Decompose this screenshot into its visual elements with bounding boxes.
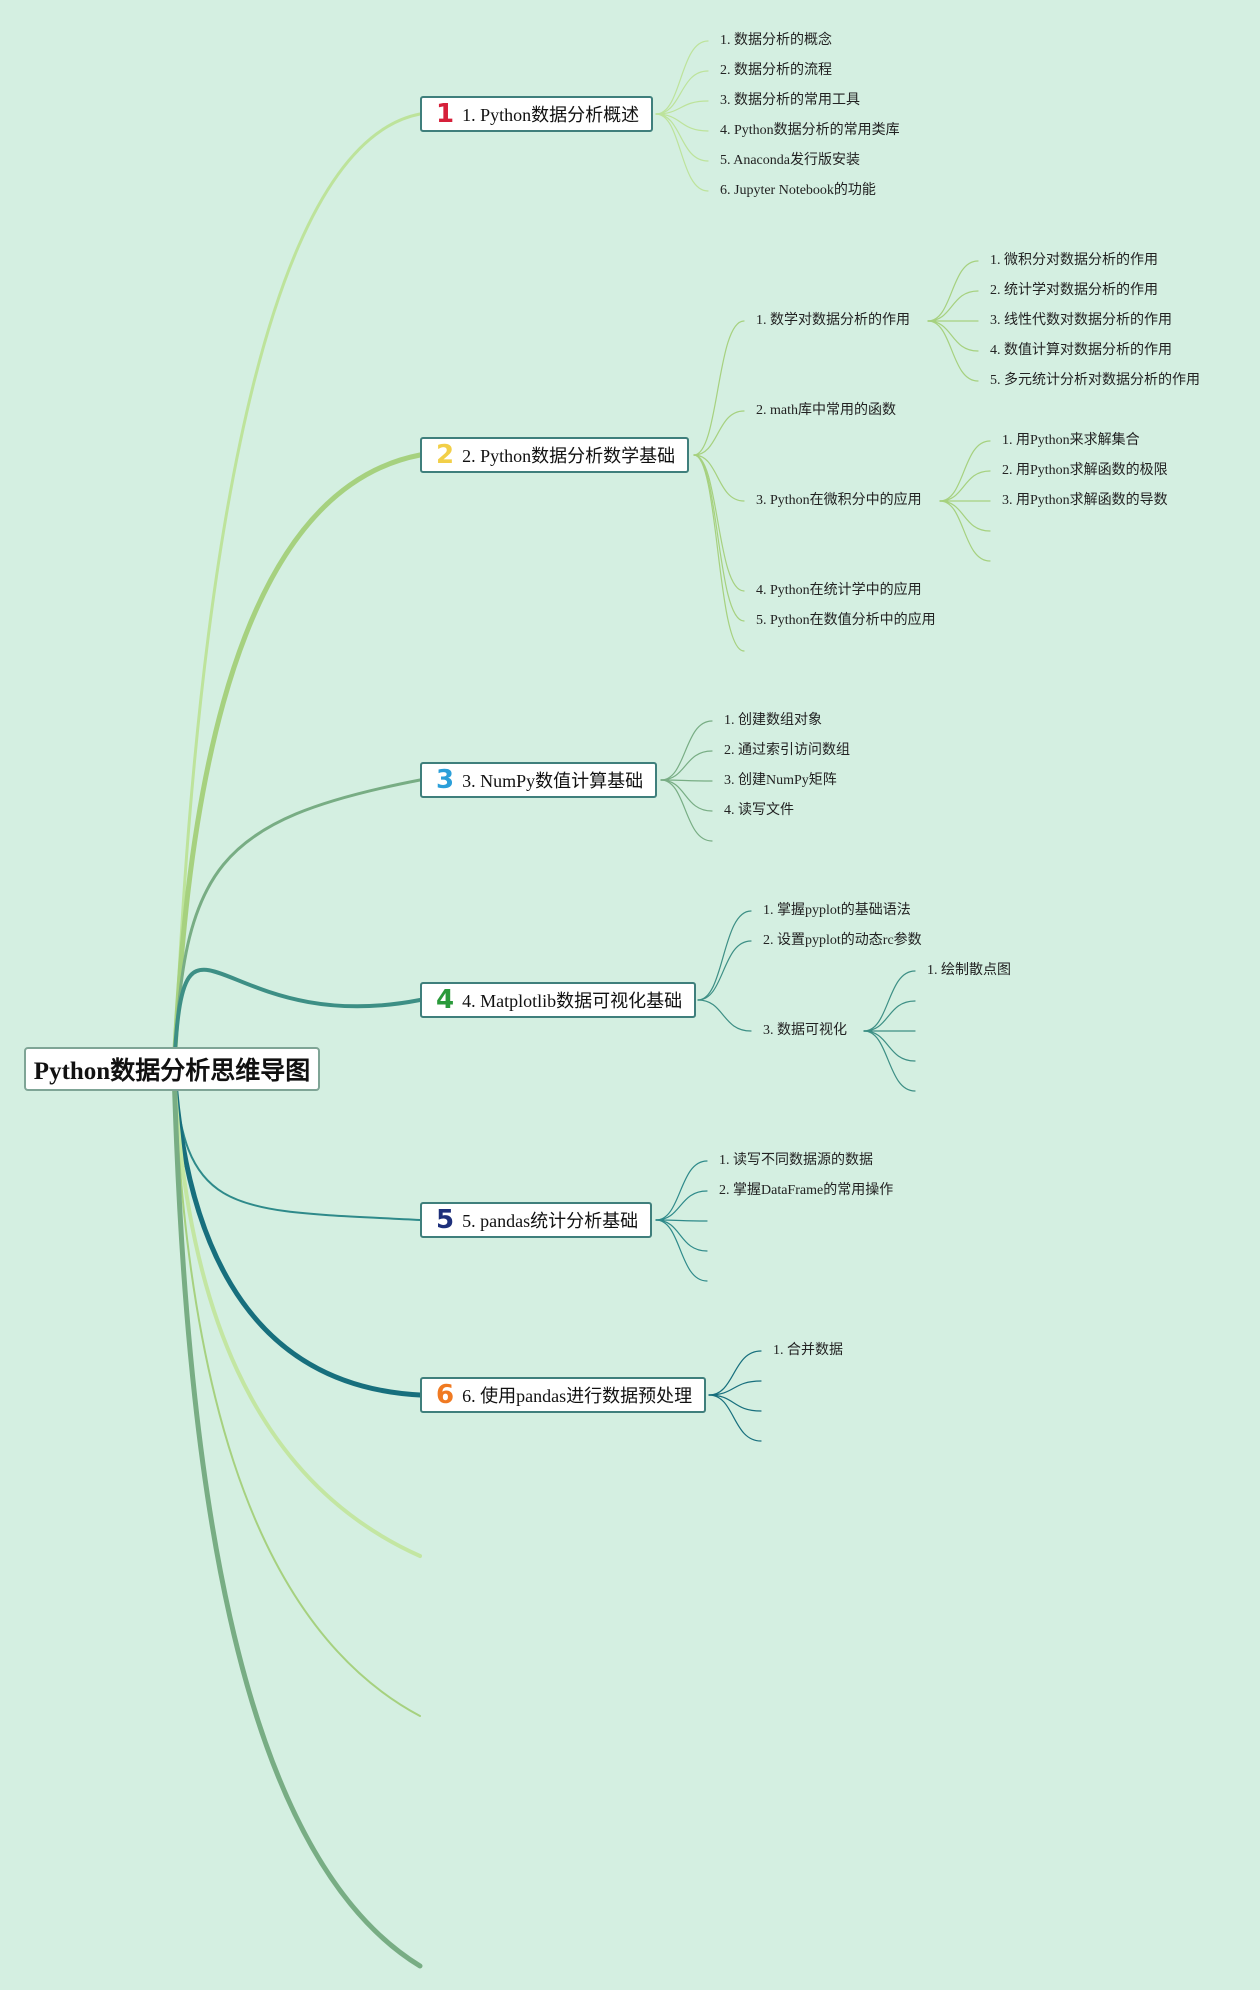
topic-2-subtopic-4[interactable]: 4. Python在统计学中的应用 bbox=[756, 583, 922, 598]
topic-2-1-item-2[interactable]: 2. 统计学对数据分析的作用 bbox=[990, 283, 1158, 298]
empty-branch-2 bbox=[173, 1068, 421, 1717]
topic-1-subtopic-4[interactable]: 4. Python数据分析的常用类库 bbox=[720, 123, 900, 138]
topic-4-branch-1 bbox=[697, 910, 752, 1001]
topic-2-3-item-1[interactable]: 1. 用Python来求解集合 bbox=[1002, 433, 1140, 448]
topic-3-branch-2 bbox=[660, 750, 713, 781]
topic-2-branch-4 bbox=[693, 454, 745, 592]
topic-6-label: 6. 使用pandas进行数据预处理 bbox=[462, 1386, 693, 1406]
topic-3-label: 3. NumPy数值计算基础 bbox=[462, 771, 644, 791]
root-title: Python数据分析思维导图 bbox=[33, 1058, 311, 1085]
topic-4-3-branch-5 bbox=[863, 1030, 916, 1092]
topic-1-node[interactable]: 1 1. Python数据分析概述 bbox=[420, 96, 654, 132]
topic-2-branch-3 bbox=[693, 454, 745, 502]
topic-3-subtopic-3[interactable]: 3. 创建NumPy矩阵 bbox=[724, 773, 837, 788]
topic-4-label: 4. Matplotlib数据可视化基础 bbox=[462, 991, 683, 1011]
topic-4-subtopic-1[interactable]: 1. 掌握pyplot的基础语法 bbox=[763, 903, 911, 918]
topic-1-branch-3 bbox=[655, 100, 709, 115]
number-1-icon: 1 bbox=[436, 99, 455, 129]
topic-2-label: 2. Python数据分析数学基础 bbox=[462, 446, 676, 466]
topic-2-subtopic-2[interactable]: 2. math库中常用的函数 bbox=[756, 403, 896, 418]
topic-1-subtopic-6[interactable]: 6. Jupyter Notebook的功能 bbox=[720, 183, 876, 198]
topic-2-1-branch-5 bbox=[927, 320, 979, 382]
topic-5-label: 5. pandas统计分析基础 bbox=[462, 1211, 639, 1231]
topic-2-branch-6 bbox=[693, 454, 745, 652]
topic-3-node[interactable]: 3 3. NumPy数值计算基础 bbox=[420, 762, 658, 798]
topic-2-branch-2 bbox=[693, 410, 745, 456]
topic-1-branch-2 bbox=[655, 70, 709, 115]
topic-1-subtopic-5[interactable]: 5. Anaconda发行版安装 bbox=[720, 153, 860, 168]
topic-2-3-branch-4 bbox=[939, 500, 991, 532]
topic-1-subtopic-1[interactable]: 1. 数据分析的概念 bbox=[720, 33, 832, 48]
topic-3-subtopic-4[interactable]: 4. 读写文件 bbox=[724, 803, 794, 818]
topic-4-subtopic-2[interactable]: 2. 设置pyplot的动态rc参数 bbox=[763, 933, 922, 948]
topic-1-branch-6 bbox=[655, 113, 709, 192]
topic-1-branch-1 bbox=[655, 40, 709, 115]
topic-3-subtopic-1[interactable]: 1. 创建数组对象 bbox=[724, 713, 822, 728]
topic-5-node[interactable]: 5 5. pandas统计分析基础 bbox=[420, 1202, 653, 1238]
topic-2-subtopic-5[interactable]: 5. Python在数值分析中的应用 bbox=[756, 613, 936, 628]
main-branch-4 bbox=[172, 967, 422, 1071]
main-branch-6 bbox=[171, 1066, 423, 1398]
topic-2-3-branch-1 bbox=[939, 440, 991, 502]
topic-3-branch-5 bbox=[660, 779, 713, 842]
topic-2-subtopic-1[interactable]: 1. 数学对数据分析的作用 bbox=[756, 313, 910, 328]
topic-6-branch-2 bbox=[708, 1380, 762, 1396]
topic-5-branch-1 bbox=[655, 1160, 708, 1221]
topic-2-1-item-5[interactable]: 5. 多元统计分析对数据分析的作用 bbox=[990, 373, 1200, 388]
topic-6-subtopic-1[interactable]: 1. 合并数据 bbox=[773, 1343, 843, 1358]
number-5-icon: 5 bbox=[436, 1205, 455, 1235]
topic-4-3-branch-1 bbox=[863, 970, 916, 1032]
topic-4-branch-2 bbox=[697, 940, 752, 1001]
topic-5-branch-2 bbox=[655, 1190, 708, 1221]
empty-branch-3 bbox=[171, 1066, 423, 1969]
topic-2-3-item-2[interactable]: 2. 用Python求解函数的极限 bbox=[1002, 463, 1168, 478]
topic-5-subtopic-1[interactable]: 1. 读写不同数据源的数据 bbox=[719, 1153, 873, 1168]
topic-4-3-branch-2 bbox=[863, 1000, 916, 1032]
topic-5-subtopic-2[interactable]: 2. 掌握DataFrame的常用操作 bbox=[719, 1183, 894, 1198]
topic-1-subtopic-3[interactable]: 3. 数据分析的常用工具 bbox=[720, 93, 860, 108]
number-4-icon: 4 bbox=[436, 985, 455, 1015]
topic-2-1-branch-4 bbox=[927, 320, 979, 352]
topic-2-1-item-4[interactable]: 4. 数值计算对数据分析的作用 bbox=[990, 343, 1172, 358]
topic-1-subtopic-2[interactable]: 2. 数据分析的流程 bbox=[720, 63, 832, 78]
topic-3-branch-1 bbox=[660, 720, 713, 781]
topic-2-1-item-3[interactable]: 3. 线性代数对数据分析的作用 bbox=[990, 313, 1172, 328]
topic-3-subtopic-2[interactable]: 2. 通过索引访问数组 bbox=[724, 743, 850, 758]
number-3-icon: 3 bbox=[436, 765, 455, 795]
topic-1-label: 1. Python数据分析概述 bbox=[462, 105, 640, 125]
topic-2-subtopic-3[interactable]: 3. Python在微积分中的应用 bbox=[756, 493, 922, 508]
topic-6-branch-1 bbox=[708, 1350, 762, 1396]
topic-3-branch-4 bbox=[660, 779, 713, 812]
topic-2-1-branch-2 bbox=[927, 290, 979, 322]
topic-5-branch-5 bbox=[655, 1219, 708, 1282]
number-2-icon: 2 bbox=[436, 440, 455, 470]
main-branch-2 bbox=[171, 452, 423, 1072]
main-branch-5 bbox=[173, 1068, 421, 1221]
topic-5-branch-4 bbox=[655, 1219, 708, 1252]
topic-6-branch-4 bbox=[708, 1394, 762, 1442]
root-node[interactable]: Python数据分析思维导图 bbox=[24, 1047, 320, 1091]
topic-2-branch-1 bbox=[693, 320, 745, 456]
topic-6-node[interactable]: 6 6. 使用pandas进行数据预处理 bbox=[420, 1377, 707, 1413]
topic-6-branch-3 bbox=[708, 1394, 762, 1412]
topic-4-node[interactable]: 4 4. Matplotlib数据可视化基础 bbox=[420, 982, 697, 1018]
topic-4-branch-3 bbox=[697, 999, 752, 1032]
topic-4-3-item-1[interactable]: 1. 绘制散点图 bbox=[927, 963, 1011, 978]
topic-2-1-item-1[interactable]: 1. 微积分对数据分析的作用 bbox=[990, 253, 1158, 268]
topic-2-1-branch-1 bbox=[927, 260, 979, 322]
topic-1-branch-5 bbox=[655, 113, 709, 162]
number-6-icon: 6 bbox=[436, 1380, 455, 1410]
main-branch-3 bbox=[172, 778, 422, 1071]
main-branch-1 bbox=[172, 112, 422, 1071]
empty-branch-1 bbox=[172, 1067, 422, 1558]
topic-2-3-branch-2 bbox=[939, 470, 991, 502]
topic-4-3-branch-4 bbox=[863, 1030, 916, 1062]
topic-2-3-item-3[interactable]: 3. 用Python求解函数的导数 bbox=[1002, 493, 1168, 508]
topic-2-3-branch-5 bbox=[939, 500, 991, 562]
topic-2-node[interactable]: 2 2. Python数据分析数学基础 bbox=[420, 437, 690, 473]
topic-4-subtopic-3[interactable]: 3. 数据可视化 bbox=[763, 1023, 847, 1038]
